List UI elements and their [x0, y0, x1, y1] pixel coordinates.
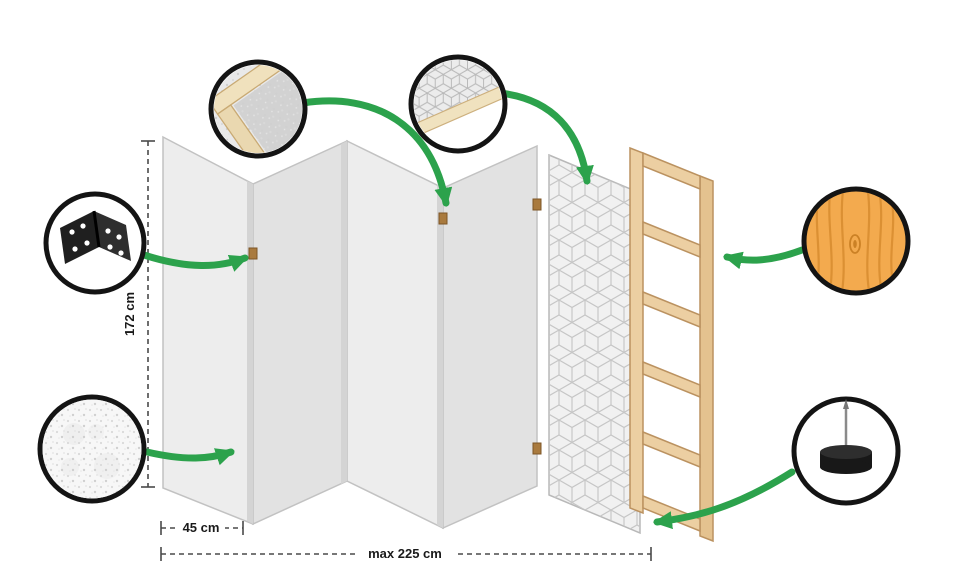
stand-foot-detail-callout: [791, 396, 901, 506]
panel-width-label: 45 cm: [183, 520, 220, 535]
wood-texture-detail-callout: [801, 186, 911, 296]
arrow-hinge-to-panel: [140, 251, 249, 272]
label-backing: [122, 288, 139, 342]
pattern-corner-detail-callout: [408, 54, 508, 154]
arrows: [140, 89, 806, 530]
screen-panel-1: [162, 135, 254, 526]
panel-fold-edge: [341, 141, 347, 484]
label-backing: [177, 520, 225, 535]
dimension-height: 172 cm: [122, 140, 155, 488]
dimension-panel-width: 45 cm: [160, 520, 244, 535]
height-label: 172 cm: [122, 292, 137, 336]
arrow-wood-to-frame: [723, 246, 806, 270]
dimension-max-width: max 225 cm: [160, 546, 652, 562]
frame-rung: [642, 220, 701, 259]
hinge-dot: [532, 442, 542, 455]
fleece-texture-detail-callout: [37, 394, 147, 504]
arrow-foot-to-base: [653, 468, 796, 530]
frame-rung: [642, 430, 701, 469]
panel-fold-edge: [247, 181, 253, 524]
arrow-fleece-to-panel: [143, 448, 235, 466]
frame-left-rail: [629, 146, 644, 515]
screen-panel-3: [346, 139, 444, 530]
stand-foot-icon: [820, 399, 872, 474]
wooden-frame: [629, 146, 714, 543]
hinge-dot: [438, 212, 448, 225]
frame-right-rail: [699, 174, 714, 543]
frame-rung: [642, 360, 701, 399]
frame-rung: [642, 290, 701, 329]
patterned-panel-pattern: [549, 155, 640, 533]
frame-corner-icon: [214, 65, 302, 153]
frame-top-rung: [642, 151, 701, 191]
frame-corner-detail-callout: [208, 59, 308, 159]
screen-panel-4: [442, 144, 538, 530]
hinge-dot: [248, 247, 258, 260]
hinge-dot: [532, 198, 542, 211]
screen-panel-2: [252, 139, 348, 526]
patterned-panel: [548, 153, 641, 535]
label-backing: [357, 546, 454, 562]
hinge-icon: [60, 210, 131, 264]
arrow-corner-to-joint: [299, 97, 453, 207]
fleece-texture-icon: [42, 399, 142, 499]
hinge-detail-callout: [43, 191, 147, 295]
arrow-pattern-to-panel: [496, 89, 594, 185]
panel-fold-edge: [437, 185, 443, 528]
max-width-label: max 225 cm: [368, 546, 442, 561]
folding-screen: [162, 135, 542, 530]
